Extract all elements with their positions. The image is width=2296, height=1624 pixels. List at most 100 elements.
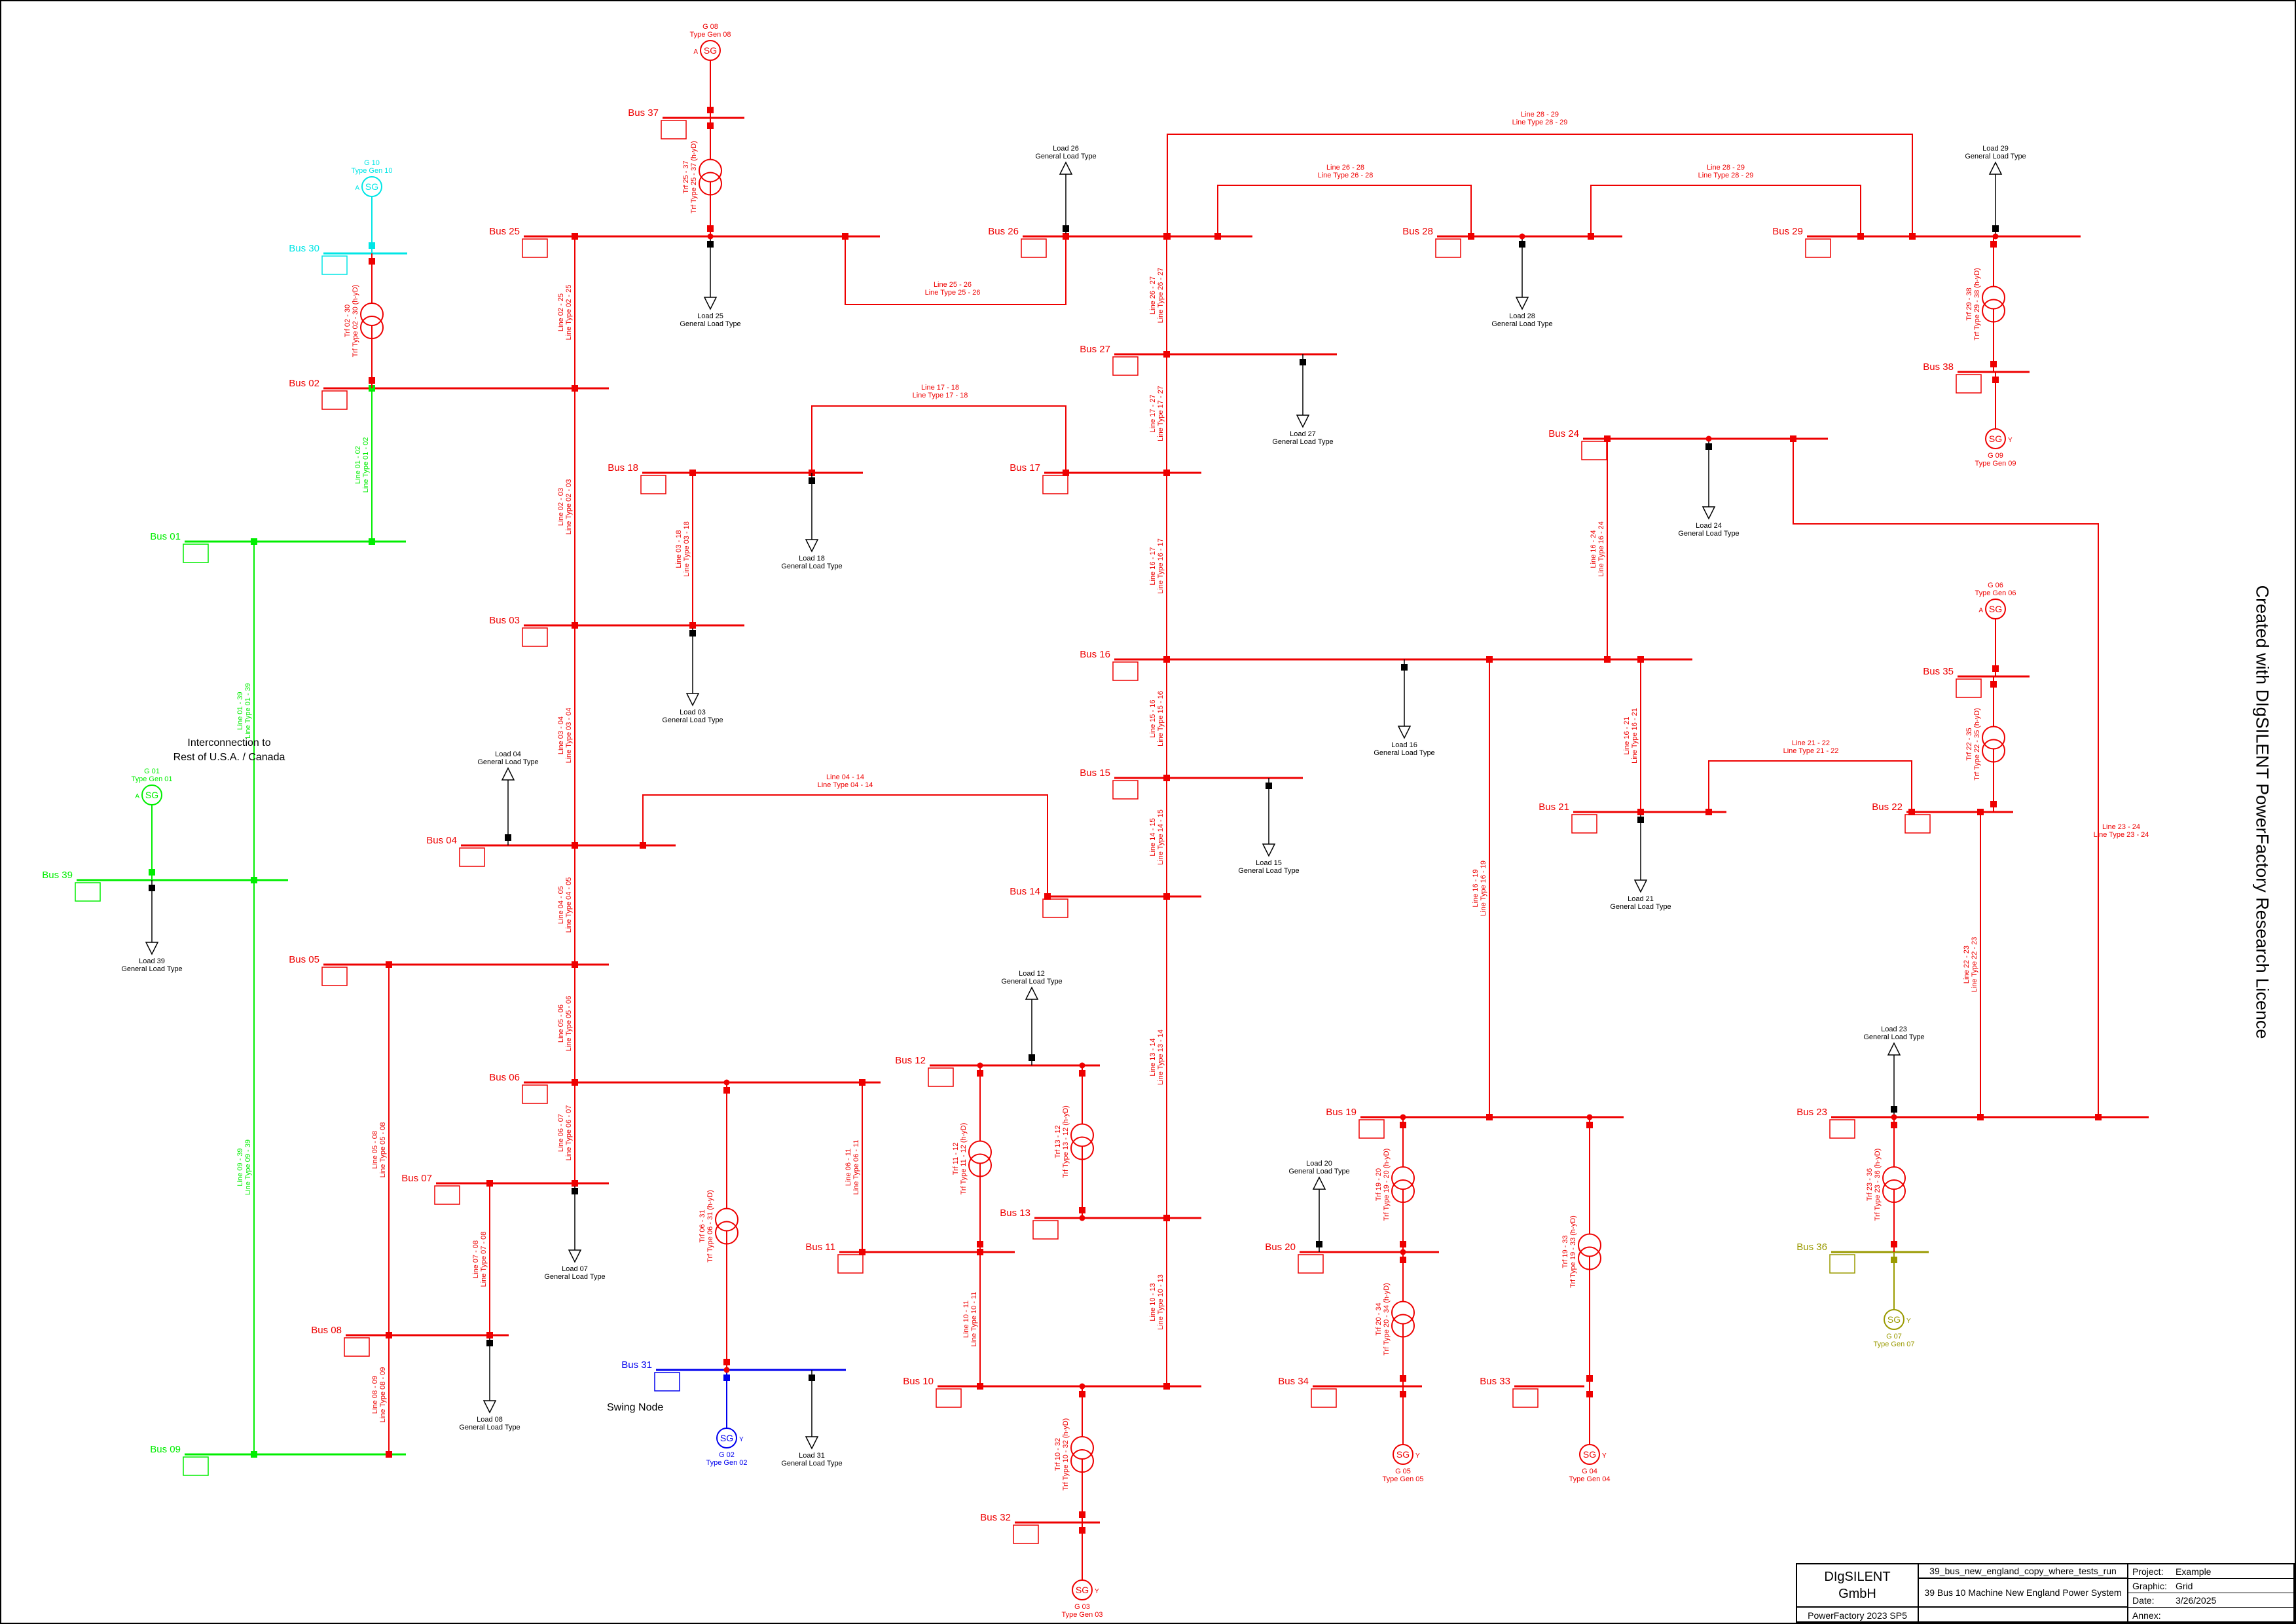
bus-30-label: Bus 30 xyxy=(289,243,319,254)
bus-junction-43 xyxy=(1909,233,1916,240)
title-block-graphic: Graphic:Grid xyxy=(2128,1579,2295,1593)
generator-03-winding-marker: Y xyxy=(1095,1588,1099,1595)
bus-junction-7 xyxy=(1163,233,1170,240)
bus-33-result-box xyxy=(1512,1388,1539,1408)
transformer-23-36-winding-2 xyxy=(1882,1179,1906,1203)
load-27-label: Load 27 xyxy=(1290,430,1316,438)
line-16-19-breaker xyxy=(1486,1114,1493,1120)
swing-node-label: Swing Node xyxy=(607,1402,664,1413)
line-10-13-label: Line 10 - 13 xyxy=(1149,1283,1157,1321)
transformer-22-35-winding-2 xyxy=(1982,739,2005,763)
transformer-10-32-type-label: Trf Type 10 - 32 (h-yD) xyxy=(1062,1418,1070,1491)
line-03-18-type-label: Line Type 03 - 18 xyxy=(683,521,691,577)
load-12-label: Load 12 xyxy=(1019,970,1045,978)
bus-junction-35 xyxy=(1079,1215,1085,1221)
line-01-39-label: Line 01 - 39 xyxy=(236,692,244,729)
transformer-25-37-breaker-bottom xyxy=(707,225,714,232)
generator-06-symbol-text: SG xyxy=(1989,604,2002,614)
generator-07-label: G 07 xyxy=(1886,1333,1902,1340)
bus-18-label: Bus 18 xyxy=(608,462,638,473)
transformer-06-31-winding-1 xyxy=(715,1208,738,1232)
load-24-arrow xyxy=(1702,506,1716,520)
line-21-22-breaker xyxy=(1705,809,1712,815)
bus-02-result-box xyxy=(321,390,348,410)
line-25-26-label: Line 25 - 26 xyxy=(934,281,972,289)
generator-10-type-label: Type Gen 10 xyxy=(352,167,393,175)
transformer-11-12-breaker-bottom xyxy=(977,1241,983,1247)
bus-junction-6 xyxy=(572,1180,578,1187)
generator-09-symbol-text: SG xyxy=(1989,434,2002,444)
load-24-label: Load 24 xyxy=(1696,522,1722,530)
generator-08-type-label: Type Gen 08 xyxy=(690,31,731,39)
bus-38-result-box xyxy=(1956,374,1982,394)
transformer-02-30-breaker-top xyxy=(369,258,375,265)
bus-37-label: Bus 37 xyxy=(628,107,659,119)
load-29-label: Load 29 xyxy=(1982,145,2009,153)
line-23-24-label: Line 23 - 24 xyxy=(2102,823,2140,831)
bus-junction-19 xyxy=(251,877,257,883)
line-02-03-type-label: Line Type 02 - 03 xyxy=(565,479,573,535)
generator-01-symbol xyxy=(141,784,162,805)
line-17-18-breaker xyxy=(1063,470,1069,476)
bus-junction-31 xyxy=(977,1383,983,1390)
load-28-label: Load 28 xyxy=(1509,312,1535,320)
transformer-25-37-type-label: Trf Type 25 - 37 (h-yD) xyxy=(690,141,698,213)
bus-junction-16 xyxy=(386,1332,392,1338)
transformer-19-20-winding-1 xyxy=(1391,1166,1415,1190)
transformer-10-32-winding-1 xyxy=(1070,1436,1094,1460)
transformer-02-30-winding-1 xyxy=(360,303,384,326)
bus-05-label: Bus 05 xyxy=(289,954,319,965)
bus-33-label: Bus 33 xyxy=(1480,1376,1510,1387)
generator-05-breaker xyxy=(1400,1391,1406,1397)
line-17-18 xyxy=(811,405,1066,473)
load-25-type-label: General Load Type xyxy=(680,320,740,328)
line-04-05-label: Line 04 - 05 xyxy=(557,886,565,924)
bus-17-result-box xyxy=(1042,475,1068,494)
line-25-26-breaker xyxy=(842,233,848,240)
bus-junction-5 xyxy=(572,1079,578,1086)
bus-junction-22 xyxy=(1604,656,1611,663)
load-18-label: Load 18 xyxy=(799,555,825,563)
bus-36-label: Bus 36 xyxy=(1796,1242,1827,1253)
bus-35-result-box xyxy=(1956,678,1982,698)
line-05-06-label: Line 05 - 06 xyxy=(557,1005,565,1043)
line-02-25-label: Line 02 - 25 xyxy=(557,293,565,331)
generator-04-type-label: Type Gen 04 xyxy=(1569,1475,1611,1483)
load-16-label: Load 16 xyxy=(1391,741,1417,749)
transformer-11-12-winding-2 xyxy=(968,1153,992,1177)
bus-17-label: Bus 17 xyxy=(1010,462,1040,473)
generator-03-label: G 03 xyxy=(1074,1603,1090,1611)
bus-31-result-box xyxy=(654,1372,680,1392)
bus-junction-27 xyxy=(1586,1114,1593,1120)
bus-junction-48 xyxy=(1891,1114,1897,1120)
bus-21-result-box xyxy=(1571,814,1597,834)
bus-32-result-box xyxy=(1013,1524,1039,1544)
line-06-11-type-label: Line Type 06 - 11 xyxy=(852,1140,860,1195)
generator-03-symbol-text: SG xyxy=(1076,1585,1089,1595)
load-23-type-label: General Load Type xyxy=(1863,1033,1924,1041)
bus-junction-32 xyxy=(1079,1383,1085,1390)
generator-10-label: G 10 xyxy=(364,159,380,167)
line-26-28-type-label: Line Type 26 - 28 xyxy=(1318,172,1374,179)
transformer-02-30-type-label: Trf Type 02 - 30 (h-yD) xyxy=(352,285,359,358)
bus-25-result-box xyxy=(522,238,548,258)
bus-25-label: Bus 25 xyxy=(489,226,520,237)
line-10-11-type-label: Line Type 10 - 11 xyxy=(970,1292,978,1347)
generator-03-symbol xyxy=(1072,1579,1093,1600)
bus-04-result-box xyxy=(459,847,485,867)
load-15-arrow xyxy=(1262,843,1276,857)
transformer-25-37-label: Trf 25 - 37 xyxy=(682,160,690,193)
load-03-label: Load 03 xyxy=(680,709,706,716)
load-08-arrow xyxy=(483,1400,497,1414)
bus-junction-0 xyxy=(572,233,578,240)
bus-junction-14 xyxy=(1163,1383,1170,1390)
generator-04-symbol xyxy=(1579,1444,1600,1465)
line-16-24-breaker xyxy=(1604,435,1611,442)
project-label: Project: xyxy=(2132,1566,2164,1577)
generator-05-symbol-text: SG xyxy=(1396,1449,1410,1460)
bus-07-label: Bus 07 xyxy=(401,1173,432,1184)
generator-06-type-label: Type Gen 06 xyxy=(1975,589,2016,597)
load-16-type-label: General Load Type xyxy=(1374,749,1434,757)
load-28-type-label: General Load Type xyxy=(1491,320,1552,328)
generator-01-label: G 01 xyxy=(144,767,160,775)
